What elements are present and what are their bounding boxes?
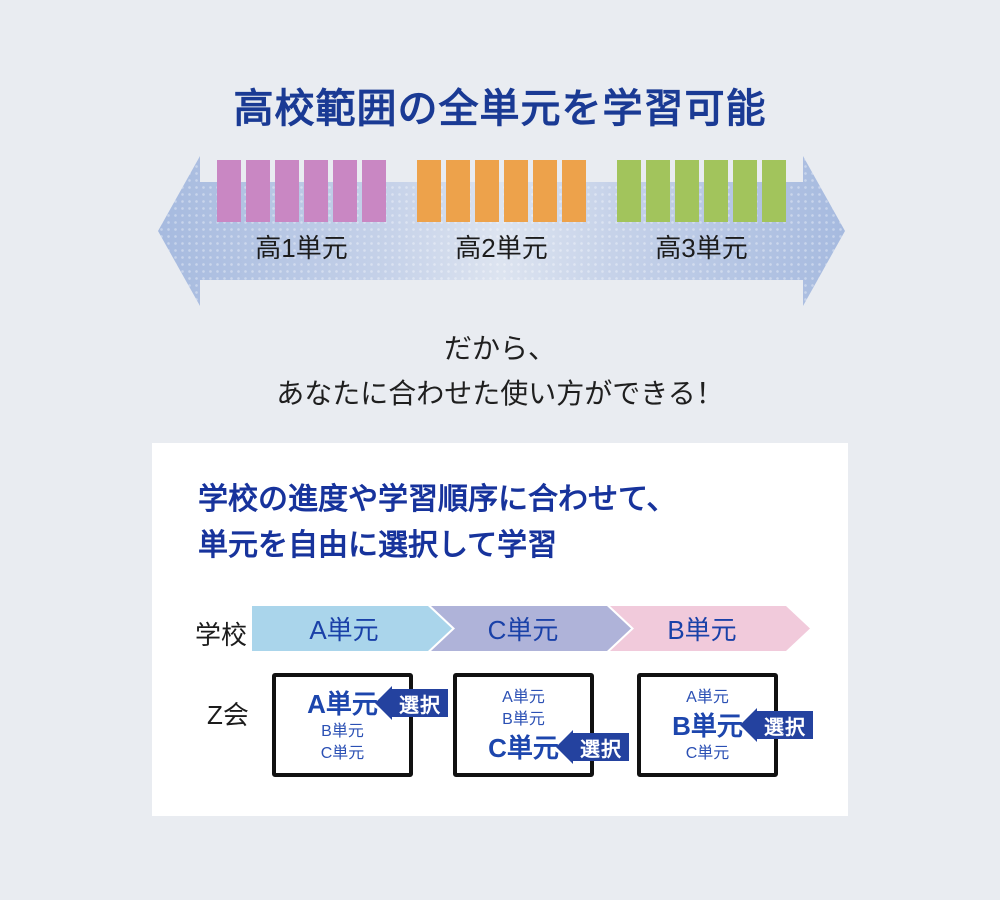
unit-item: B単元 (321, 723, 364, 740)
select-badge: 選択 (375, 686, 448, 720)
unit-bar (533, 160, 557, 222)
arrow-left-icon (375, 686, 392, 720)
unit-bar (504, 160, 528, 222)
arrow-left-icon (740, 708, 757, 742)
unit-bar (446, 160, 470, 222)
unit-bar (617, 160, 641, 222)
school-chevron-a-label: A単元 (309, 615, 379, 645)
unit-bar (362, 160, 386, 222)
unit-bar-group-hs1 (217, 160, 386, 222)
unit-item: B単元 (502, 711, 545, 728)
unit-item: A単元 (686, 689, 729, 706)
unit-item-selected: A単元 (307, 689, 378, 719)
zkai-unit-box-3: A単元 B単元 C単元 選択 (637, 673, 813, 777)
school-row-label: 学校 (195, 620, 248, 650)
unit-bar (246, 160, 270, 222)
school-chevron-b-label: B単元 (667, 615, 737, 645)
unit-bar (675, 160, 699, 222)
zkai-row-label: Z会 (207, 700, 249, 730)
unit-bar (304, 160, 328, 222)
unit-bar (704, 160, 728, 222)
select-badge: 選択 (556, 730, 629, 764)
school-chevron-a: A単元 (252, 606, 452, 651)
select-badge: 選択 (740, 708, 813, 742)
arrow-left-icon (556, 730, 573, 764)
panel-title-line-2: 単元を自由に選択して学習 (198, 529, 558, 562)
lead-text: だから、 あなたに合わせた使い方ができる！ (0, 326, 1000, 416)
unit-bar (417, 160, 441, 222)
unit-bar (275, 160, 299, 222)
lead-line-1: だから、 (443, 333, 556, 364)
panel-title-line-1: 学校の進度や学習順序に合わせて、 (198, 483, 677, 516)
school-chevron-c: C単元 (431, 606, 631, 651)
page-title: 高校範囲の全単元を学習可能 (233, 87, 767, 131)
unit-bar (762, 160, 786, 222)
zkai-unit-box-1: A単元 B単元 C単元 選択 (272, 673, 448, 777)
select-badge-label: 選択 (757, 711, 813, 739)
unit-bar (562, 160, 586, 222)
select-badge-label: 選択 (392, 689, 448, 717)
panel-title: 学校の進度や学習順序に合わせて、 単元を自由に選択して学習 (198, 477, 677, 569)
zkai-unit-box-2: A単元 B単元 C単元 選択 (453, 673, 629, 777)
selection-panel: 学校の進度や学習順序に合わせて、 単元を自由に選択して学習 学校 A単元 C単元… (152, 443, 848, 816)
school-chevron-b: B単元 (610, 606, 810, 651)
select-badge-label: 選択 (573, 733, 629, 761)
unit-item-selected: B単元 (672, 711, 743, 741)
unit-bar (333, 160, 357, 222)
unit-item: A単元 (502, 689, 545, 706)
lead-line-2: あなたに合わせた使い方ができる！ (276, 378, 724, 409)
unit-bar (217, 160, 241, 222)
unit-bar-group-hs2 (417, 160, 586, 222)
unit-bar (646, 160, 670, 222)
unit-bar (475, 160, 499, 222)
school-chevron-c-label: C単元 (487, 615, 559, 645)
unit-item: C単元 (685, 745, 730, 762)
unit-bar (733, 160, 757, 222)
unit-bar-group-hs3 (617, 160, 786, 222)
unit-item: C単元 (320, 745, 365, 762)
unit-item-selected: C単元 (488, 733, 559, 763)
timeline-label-hs2: 高2単元 (455, 233, 548, 263)
timeline-label-hs3: 高3単元 (655, 233, 748, 263)
timeline-label-hs1: 高1単元 (255, 233, 348, 263)
